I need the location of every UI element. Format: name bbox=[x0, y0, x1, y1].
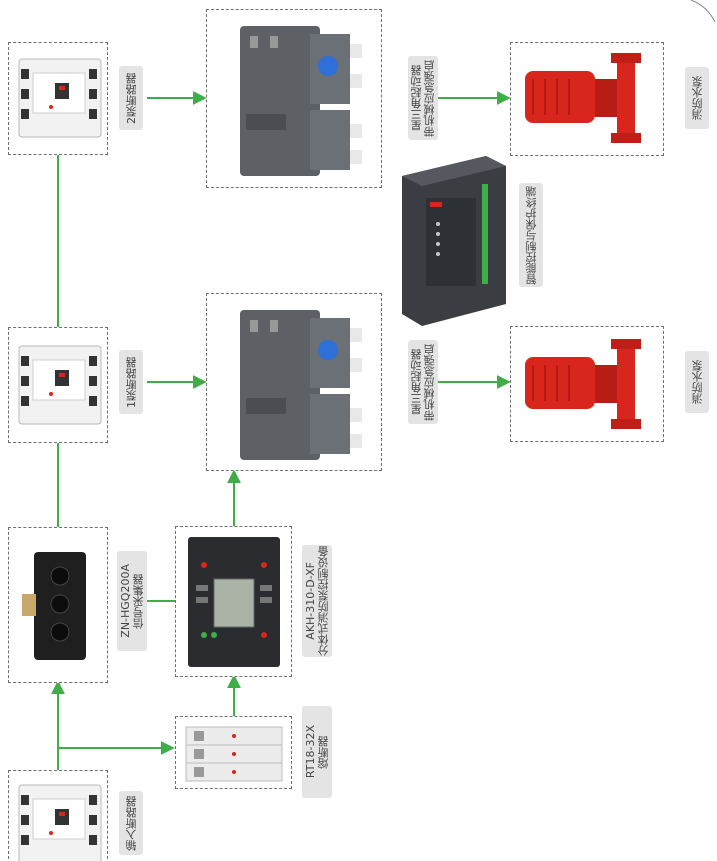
fire-pump-control-panel-icon bbox=[188, 537, 280, 667]
star-delta-starter-icon bbox=[240, 26, 362, 176]
star-delta-starter-icon bbox=[240, 310, 362, 460]
pump-top-box bbox=[510, 42, 664, 156]
pump1-breaker-box bbox=[8, 327, 108, 443]
input-breaker-label: 输入断路器 bbox=[119, 791, 143, 855]
pump-top-label: 消防水泵 bbox=[685, 67, 709, 129]
input-breaker-text: 输入断路器 bbox=[124, 795, 138, 851]
starter-bottom-box bbox=[206, 293, 382, 471]
signal-collector-icon bbox=[22, 552, 86, 660]
circuit-breaker-icon bbox=[18, 784, 102, 861]
collector-text-2: 信号采集器 bbox=[132, 573, 145, 629]
pump2-breaker-label: 2泵断路器 bbox=[119, 66, 143, 130]
controller-text: 智能控制与保护终端 bbox=[524, 185, 538, 285]
control-panel-text-1: AKH-310-D-XF bbox=[304, 562, 317, 640]
fuse-label: RT18-32X 熔断器 bbox=[302, 706, 332, 798]
fuse-icon bbox=[185, 726, 283, 782]
circuit-breaker-icon bbox=[18, 345, 102, 425]
pump1-breaker-text: 1泵断路器 bbox=[124, 356, 138, 408]
pump2-breaker-box bbox=[8, 42, 108, 155]
starter-bottom-text-1: 星三角起动器 bbox=[410, 349, 423, 415]
collector-text-1: ZN-HGQ200A bbox=[119, 564, 132, 638]
collector-box bbox=[8, 527, 108, 683]
starter-bottom-text-2: 带机械应急强启 bbox=[423, 343, 436, 421]
input-breaker-box bbox=[8, 770, 108, 861]
pump-bottom-text: 消防水泵 bbox=[690, 360, 704, 404]
control-panel-text-2: 分体式消防泵控制设备 bbox=[317, 546, 330, 656]
fire-pump-icon bbox=[525, 53, 641, 143]
fuse-text-1: RT18-32X bbox=[304, 725, 317, 779]
control-panel-label: AKH-310-D-XF 分体式消防泵控制设备 bbox=[302, 545, 332, 657]
pump-top-text: 消防水泵 bbox=[690, 76, 704, 120]
starter-top-text-2: 带机械应急强启 bbox=[423, 59, 436, 137]
control-panel-box bbox=[175, 526, 292, 677]
collector-label: ZN-HGQ200A 信号采集器 bbox=[117, 551, 147, 651]
circuit-breaker-icon bbox=[18, 58, 102, 138]
starter-top-box bbox=[206, 9, 382, 188]
pump-bottom-label: 消防水泵 bbox=[685, 351, 709, 413]
starter-top-text-1: 星三角起动器 bbox=[410, 65, 423, 131]
corner-curve-decoration bbox=[690, 0, 716, 23]
starter-top-label: 星三角起动器 带机械应急强启 bbox=[408, 56, 438, 140]
pump1-breaker-label: 1泵断路器 bbox=[119, 350, 143, 414]
pump-bottom-box bbox=[510, 326, 664, 442]
fuse-text-2: 熔断器 bbox=[317, 735, 330, 769]
fuse-box bbox=[175, 716, 292, 789]
controller-label: 智能控制与保护终端 bbox=[519, 183, 543, 287]
smart-controller-icon bbox=[402, 156, 506, 326]
starter-bottom-label: 星三角起动器 带机械应急强启 bbox=[408, 340, 438, 424]
fire-pump-icon bbox=[525, 339, 641, 429]
pump2-breaker-text: 2泵断路器 bbox=[124, 72, 138, 124]
